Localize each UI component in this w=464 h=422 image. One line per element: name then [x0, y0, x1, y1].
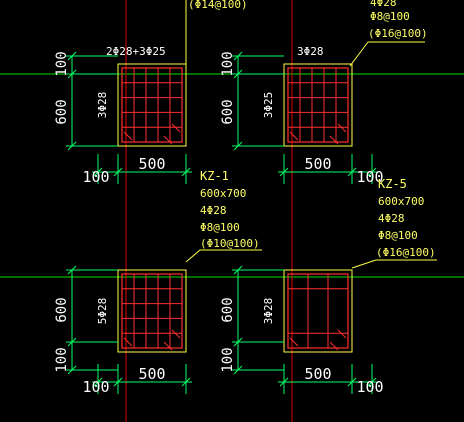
leader-c2-note [349, 41, 369, 67]
dim-height-label: 600 [54, 297, 70, 322]
dim-side-label: 100 [82, 168, 109, 186]
dim-width-label: 500 [138, 155, 165, 173]
kz1-stirrup: Φ8@100 [200, 221, 240, 234]
column-section-1: 600 100 3Φ28 500 100 [54, 51, 192, 186]
c1-top-note: (Φ14@100) [188, 0, 248, 11]
side-bars-label: 3Φ28 [262, 298, 275, 325]
kz5-bars: 4Φ28 [378, 212, 405, 225]
stirrup-hook [289, 131, 299, 141]
dim-cover-label: 100 [220, 51, 236, 76]
column-section-3: 600 100 5Φ28 500 100 [54, 265, 192, 396]
dim-width-label: 500 [304, 155, 331, 173]
kz5-core: (Φ16@100) [376, 246, 436, 259]
dim-cover-label: 100 [54, 347, 70, 372]
stirrup-hook [163, 135, 173, 145]
column-section-2: 600 100 3Φ25 500 100 [220, 51, 384, 186]
c2-top-bars: 3Φ28 [297, 45, 324, 58]
kz1-core: (Φ10@100) [200, 237, 260, 250]
dim-width-label: 500 [304, 365, 331, 383]
side-bars-label: 5Φ28 [96, 298, 109, 325]
dim-side-label: 100 [356, 168, 383, 186]
stirrup-outer [121, 67, 183, 143]
c2-note-partial: 4Φ28 [370, 0, 397, 9]
dim-height-label: 600 [54, 99, 70, 124]
stirrup-hook [289, 337, 299, 347]
column-outline [117, 269, 187, 353]
kz1-bars: 4Φ28 [200, 204, 227, 217]
leader-lines [185, 0, 437, 269]
dim-height-label: 600 [220, 297, 236, 322]
kz5-name: KZ-5 [378, 177, 407, 191]
column-section-4: 600 100 3Φ28 500 100 [220, 265, 384, 396]
dim-side-label: 100 [82, 378, 109, 396]
dim-height-label: 600 [220, 99, 236, 124]
dim-cover-label: 100 [220, 347, 236, 372]
stirrup-hook [171, 123, 181, 133]
stirrup-hook [337, 329, 347, 339]
dim-width-label: 500 [138, 365, 165, 383]
kz5-stirrup: Φ8@100 [378, 229, 418, 242]
c2-note-stirrup: Φ8@100 [370, 10, 410, 23]
stirrup-hook [337, 123, 347, 133]
kz1-name: KZ-1 [200, 169, 229, 183]
c2-note-core: (Φ16@100) [368, 27, 428, 40]
dim-side-label: 100 [356, 378, 383, 396]
column-outline [283, 269, 353, 353]
stirrup-hook [123, 337, 133, 347]
stirrup-outer [121, 273, 183, 349]
stirrup-hook [329, 341, 339, 351]
kz5-size: 600x700 [378, 195, 424, 208]
stirrup-hook [163, 341, 173, 351]
dim-cover-label: 100 [54, 51, 70, 76]
stirrup-hook [171, 329, 181, 339]
side-bars-label: 3Φ28 [96, 92, 109, 119]
side-bars-label: 3Φ25 [262, 92, 275, 119]
leader-kz5 [351, 259, 377, 269]
kz1-size: 600x700 [200, 187, 246, 200]
column-outline [283, 63, 353, 147]
stirrup-hook [123, 131, 133, 141]
c1-top-bars: 2Φ28+3Φ25 [106, 45, 166, 58]
stirrup-outer [287, 273, 349, 349]
column-outline [117, 63, 187, 147]
stirrup-outer [287, 67, 349, 143]
stirrup-hook [329, 135, 339, 145]
leader-kz1 [185, 249, 201, 263]
